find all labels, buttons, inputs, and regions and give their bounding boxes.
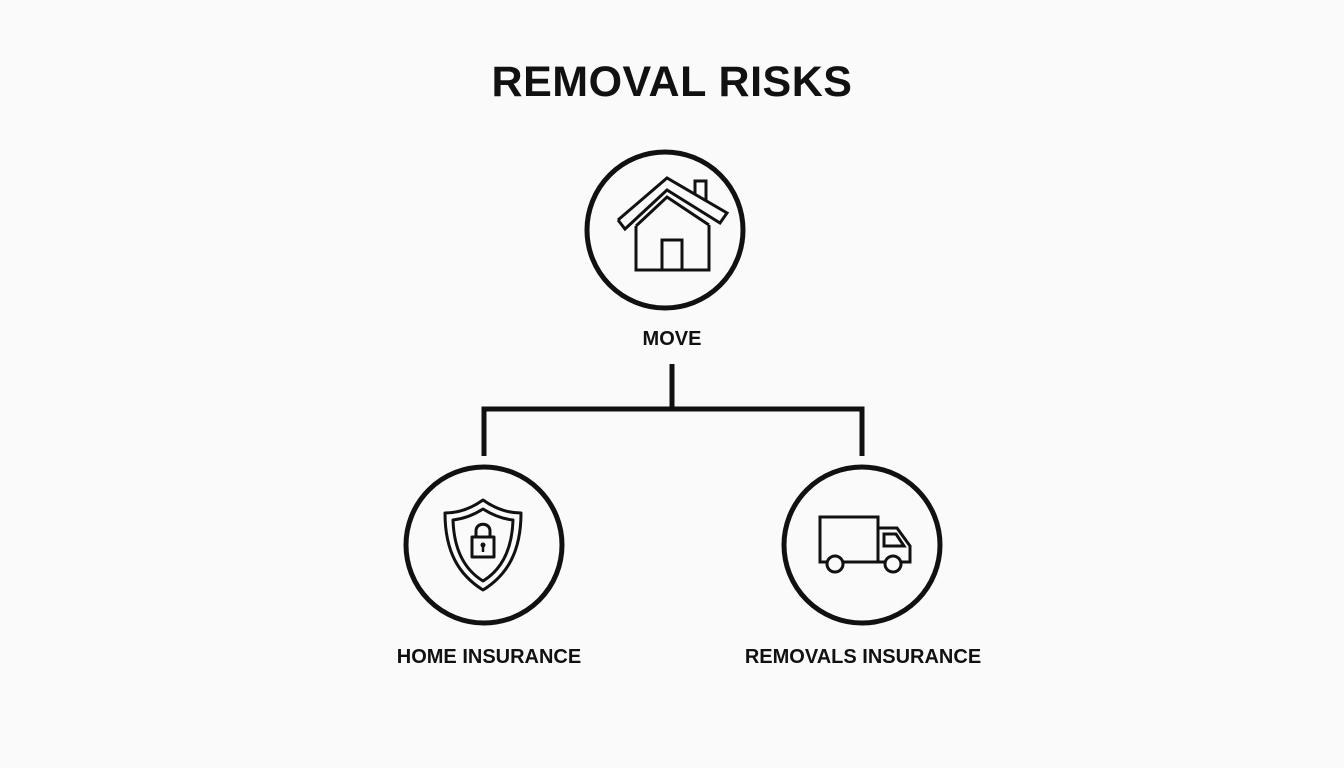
truck-icon [818,515,912,574]
home-insurance-node [403,464,565,626]
removals-insurance-node [781,464,943,626]
connector-lines [481,364,865,456]
shield-lock-icon [443,498,523,592]
removals-insurance-circle [781,464,943,626]
home-insurance-label: HOME INSURANCE [396,646,582,668]
home-insurance-circle [403,464,565,626]
connector-branch [481,406,865,456]
root-node-label: MOVE [642,328,702,350]
root-node-circle [584,149,746,311]
house-icon [616,176,730,272]
root-node [584,149,746,311]
diagram-title: REMOVAL RISKS [491,58,853,106]
removals-insurance-label: REMOVALS INSURANCE [744,646,982,668]
